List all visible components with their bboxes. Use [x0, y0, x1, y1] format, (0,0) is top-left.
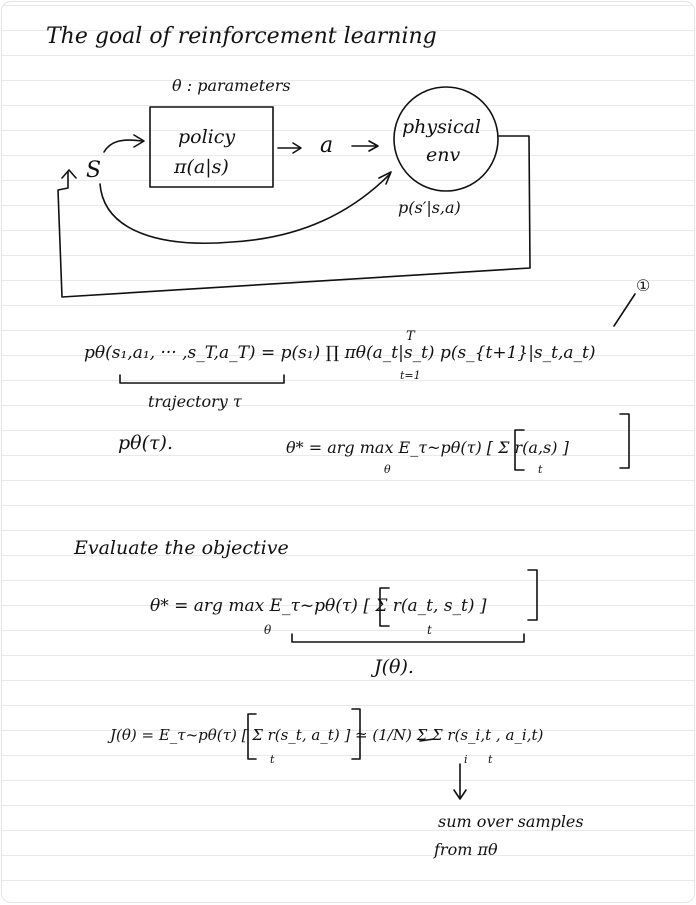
sum-i-subscript: i: [464, 753, 468, 766]
sum-t-subscript: t: [488, 753, 493, 766]
note-line2: from πθ: [434, 840, 498, 859]
objective-heading: Evaluate the objective: [74, 537, 289, 559]
bracket-left: [379, 587, 390, 627]
arrowhead: [61, 169, 77, 179]
p-theta-tau: pθ(τ).: [118, 432, 173, 454]
marker-line: [613, 293, 636, 327]
bracket-right: [351, 708, 361, 760]
j-theta-estimate: J(θ) = E_τ~pθ(τ) [ Σ r(s_t, a_t) ] ≃ (1/…: [110, 726, 544, 744]
theta-star-equation: θ* = arg max E_τ~pθ(τ) [ Σ r(a,s) ]: [286, 438, 569, 457]
policy-box: [149, 106, 274, 188]
estimate-sum-subscript: t: [270, 753, 275, 766]
sum-subscript: t: [538, 463, 543, 476]
policy-label: policy: [178, 126, 236, 148]
j-theta-label: J(θ).: [374, 656, 414, 678]
policy-formula: π(a|s): [174, 156, 229, 178]
state-to-env-curve: [99, 173, 391, 244]
action-label: a: [320, 133, 334, 158]
objective-sum-subscript: t: [427, 623, 432, 637]
arrowhead: [133, 134, 145, 148]
argmax-subscript: θ: [384, 463, 391, 476]
transition-label: p(s′|s,a): [398, 198, 461, 217]
state-label: S: [86, 158, 102, 183]
objective-argmax-subscript: θ: [264, 623, 272, 637]
trajectory-underbrace: [119, 374, 285, 384]
theta-parameters-label: θ : parameters: [172, 76, 291, 95]
trajectory-equation: pθ(s₁,a₁, ··· ,s_T,a_T) = p(s₁) ∏ πθ(a_t…: [84, 343, 596, 363]
arrowhead: [368, 140, 379, 152]
objective-theta-star: θ* = arg max E_τ~pθ(τ) [ Σ r(a_t, s_t) ]: [150, 596, 487, 616]
arrowhead: [292, 142, 302, 154]
marker-number: ①: [636, 276, 651, 295]
fraction-bar: [419, 738, 435, 742]
trajectory-label: trajectory τ: [148, 392, 242, 411]
env-label-line1: physical: [402, 116, 482, 138]
bracket-left: [247, 713, 257, 760]
page-title: The goal of reinforcement learning: [46, 24, 437, 49]
env-label-line2: env: [426, 144, 461, 166]
bracket-right: [527, 569, 538, 621]
arrowhead: [453, 789, 467, 800]
arrowhead: [378, 171, 392, 185]
note-line1: sum over samples: [438, 812, 584, 831]
env-circle: [393, 86, 499, 192]
product-lower-limit: t=1: [400, 369, 421, 382]
bracket-right: [619, 413, 630, 469]
product-upper-limit: T: [406, 329, 415, 344]
feedback-loop: [57, 135, 531, 298]
objective-underbrace: [291, 633, 525, 643]
bracket-left: [514, 429, 525, 471]
state-to-policy-arrow: [103, 139, 143, 153]
